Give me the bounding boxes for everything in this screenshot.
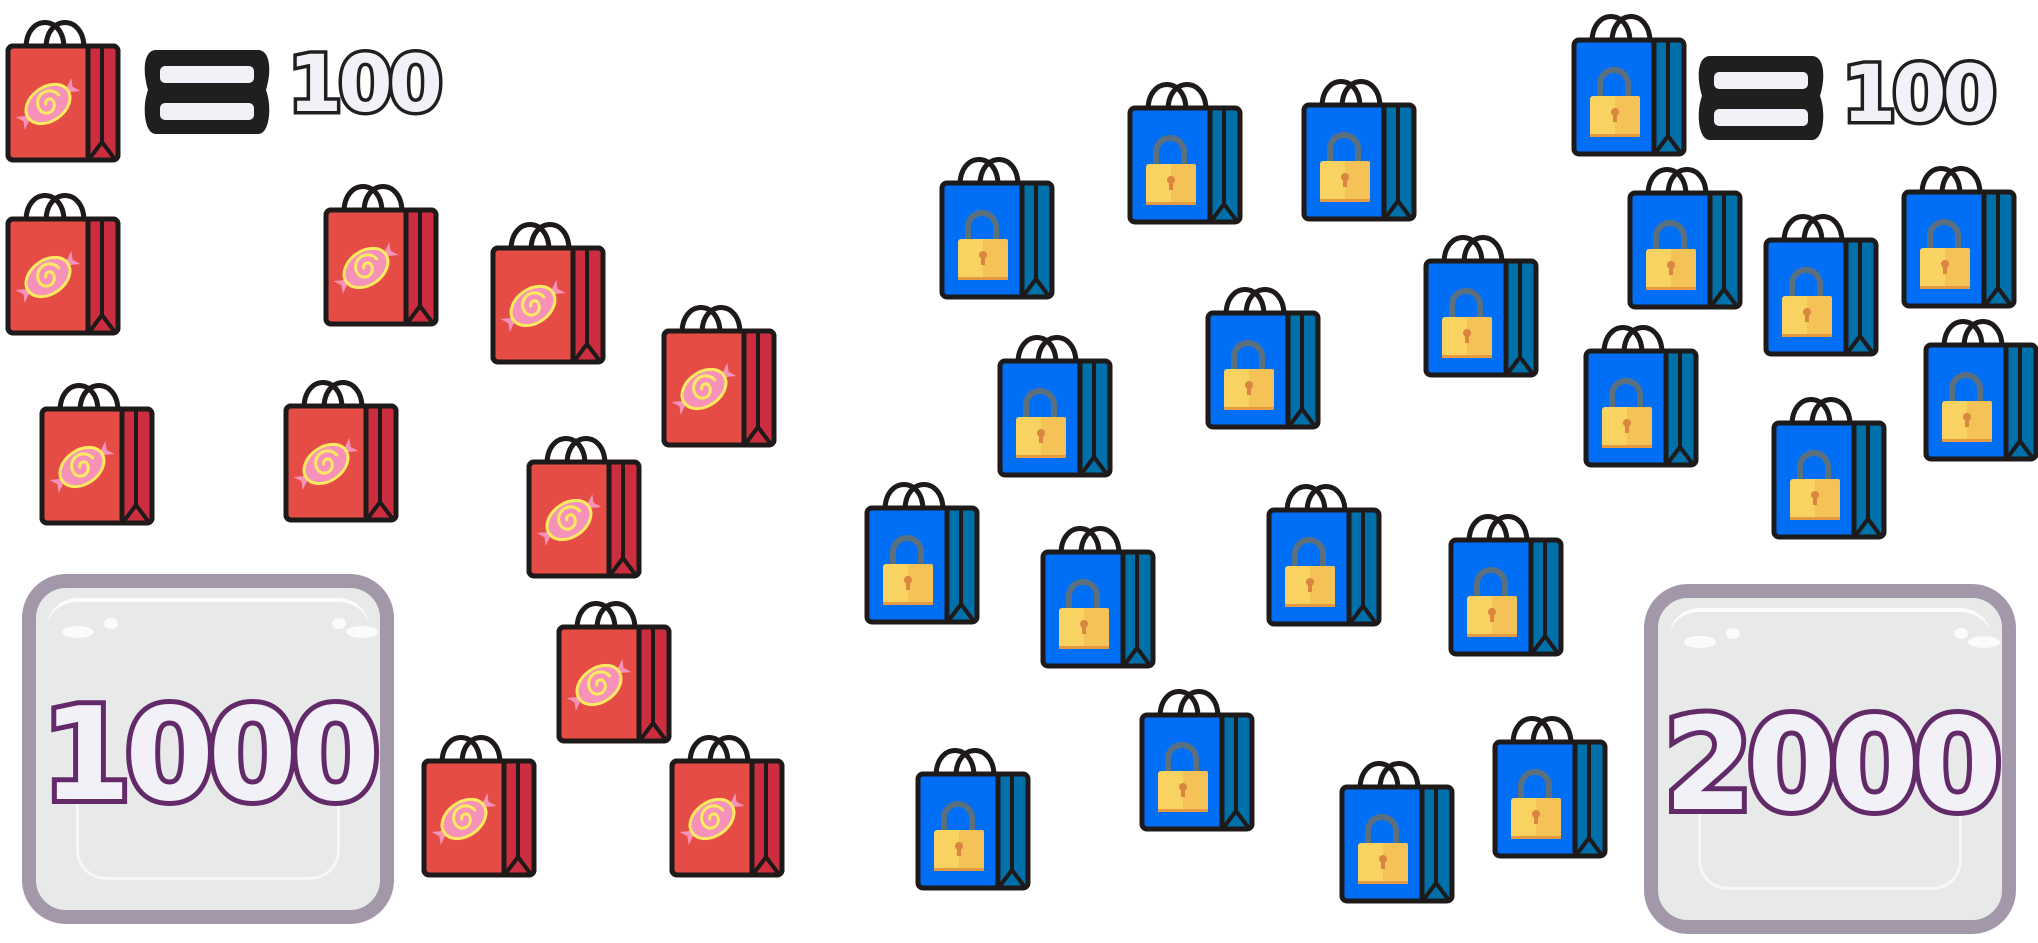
- blue-total-value: 2000: [1659, 691, 2007, 840]
- equals-icon: [1698, 56, 1824, 140]
- blue-lock-bag-icon: [1770, 383, 1888, 541]
- red-total-box: 1000: [22, 574, 394, 924]
- blue-lock-bag-icon: [1491, 702, 1609, 860]
- box-inner-bottom: [76, 797, 340, 880]
- legend-blue-bag-icon: [1570, 0, 1688, 158]
- blue-total-box: 2000: [1644, 584, 2016, 934]
- red-candy-bag-icon: [322, 170, 440, 328]
- legend-red-bag-icon: [4, 6, 122, 164]
- red-candy-bag-icon: [660, 291, 778, 449]
- blue-lock-bag-icon: [1039, 512, 1157, 670]
- blue-lock-bag-icon: [1422, 221, 1540, 379]
- blue-lock-bag-icon: [1762, 200, 1880, 358]
- blue-lock-bag-icon: [1447, 500, 1565, 658]
- blue-lock-bag-icon: [1626, 153, 1744, 311]
- red-candy-bag-icon: [489, 208, 607, 366]
- red-candy-bag-icon: [420, 721, 538, 879]
- blue-lock-bag-icon: [1204, 273, 1322, 431]
- red-candy-bag-icon: [555, 587, 673, 745]
- blue-lock-bag-icon: [1138, 675, 1256, 833]
- shine-mark: [1954, 628, 1968, 639]
- blue-lock-bag-icon: [914, 734, 1032, 892]
- box-inner-highlight: [46, 598, 370, 894]
- red-candy-bag-icon: [282, 366, 400, 524]
- blue-lock-bag-icon: [1300, 65, 1418, 223]
- legend-red-value: 100: [285, 40, 447, 130]
- shine-mark: [1684, 636, 1716, 648]
- box-inner-highlight: [1668, 608, 1992, 904]
- blue-lock-bag-icon: [1900, 152, 2018, 310]
- blue-lock-bag-icon: [1126, 68, 1244, 226]
- shine-mark: [104, 618, 118, 629]
- legend-blue-value: 100: [1839, 50, 2001, 140]
- shine-mark: [332, 618, 346, 629]
- red-candy-bag-icon: [4, 179, 122, 337]
- shine-mark: [1968, 636, 2000, 648]
- red-candy-bag-icon: [668, 721, 786, 879]
- box-inner-bottom: [1698, 807, 1962, 890]
- red-candy-bag-icon: [38, 369, 156, 527]
- red-candy-bag-icon: [525, 422, 643, 580]
- blue-lock-bag-icon: [996, 321, 1114, 479]
- red-total-value: 1000: [37, 681, 385, 830]
- shine-mark: [62, 626, 94, 638]
- shine-mark: [346, 626, 378, 638]
- blue-lock-bag-icon: [1922, 305, 2038, 463]
- blue-lock-bag-icon: [1338, 747, 1456, 905]
- blue-lock-bag-icon: [1265, 470, 1383, 628]
- equals-icon: [144, 50, 270, 134]
- blue-lock-bag-icon: [863, 468, 981, 626]
- shine-mark: [1726, 628, 1740, 639]
- blue-lock-bag-icon: [938, 143, 1056, 301]
- blue-lock-bag-icon: [1582, 311, 1700, 469]
